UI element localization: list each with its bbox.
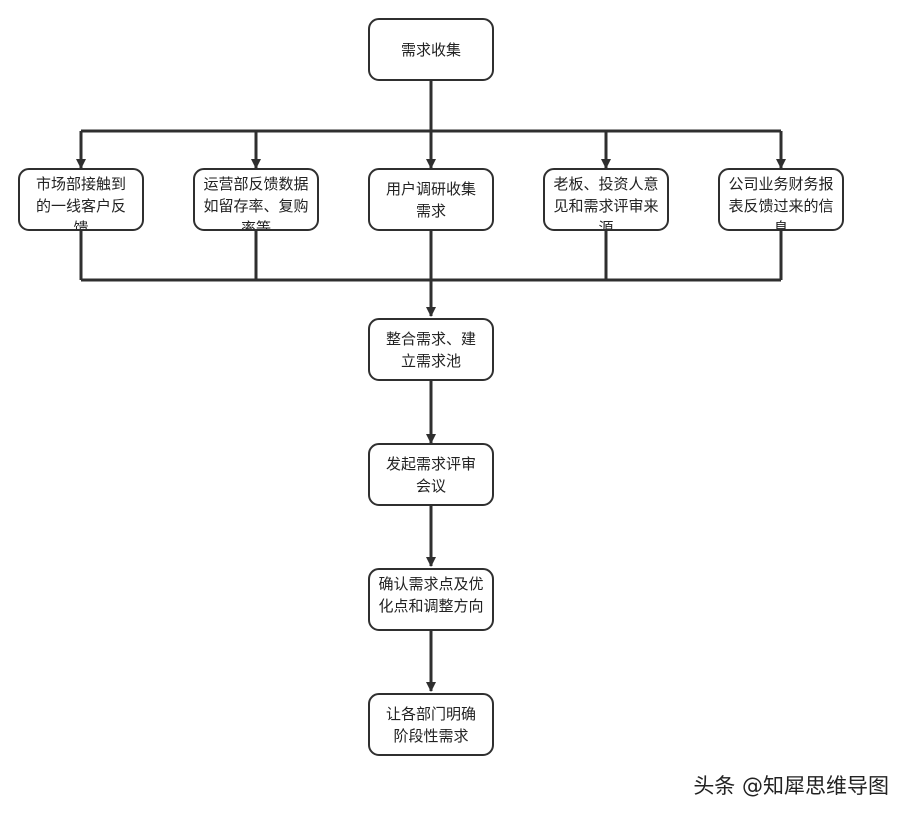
node-step-3: 确认需求点及优化点和调整方向	[368, 568, 494, 631]
node-source-3-label: 用户调研收集需求	[385, 179, 476, 220]
node-source-1: 市场部接触到的一线客户反馈	[18, 168, 144, 231]
node-step-1: 整合需求、建立需求池	[368, 318, 494, 381]
node-root: 需求收集	[368, 18, 494, 81]
node-source-2-label: 运营部反馈数据如留存率、复购率等	[203, 175, 309, 231]
node-step-1-label: 整合需求、建立需求池	[385, 329, 476, 370]
node-root-label: 需求收集	[400, 40, 461, 59]
watermark-text: 头条 @知犀思维导图	[693, 774, 889, 798]
node-source-4-label: 老板、投资人意见和需求评审来源	[553, 175, 659, 231]
node-source-1-label: 市场部接触到的一线客户反馈	[35, 175, 126, 231]
node-source-5: 公司业务财务报表反馈过来的信息	[718, 168, 844, 231]
node-step-4: 让各部门明确阶段性需求	[368, 693, 494, 756]
node-step-3-label: 确认需求点及优化点和调整方向	[378, 575, 484, 615]
node-step-2-label: 发起需求评审会议	[385, 454, 476, 495]
node-source-5-label: 公司业务财务报表反馈过来的信息	[728, 175, 834, 231]
node-source-3: 用户调研收集需求	[368, 168, 494, 231]
node-source-2: 运营部反馈数据如留存率、复购率等	[193, 168, 319, 231]
node-step-4-label: 让各部门明确阶段性需求	[385, 704, 476, 745]
node-step-2: 发起需求评审会议	[368, 443, 494, 506]
node-source-4: 老板、投资人意见和需求评审来源	[543, 168, 669, 231]
